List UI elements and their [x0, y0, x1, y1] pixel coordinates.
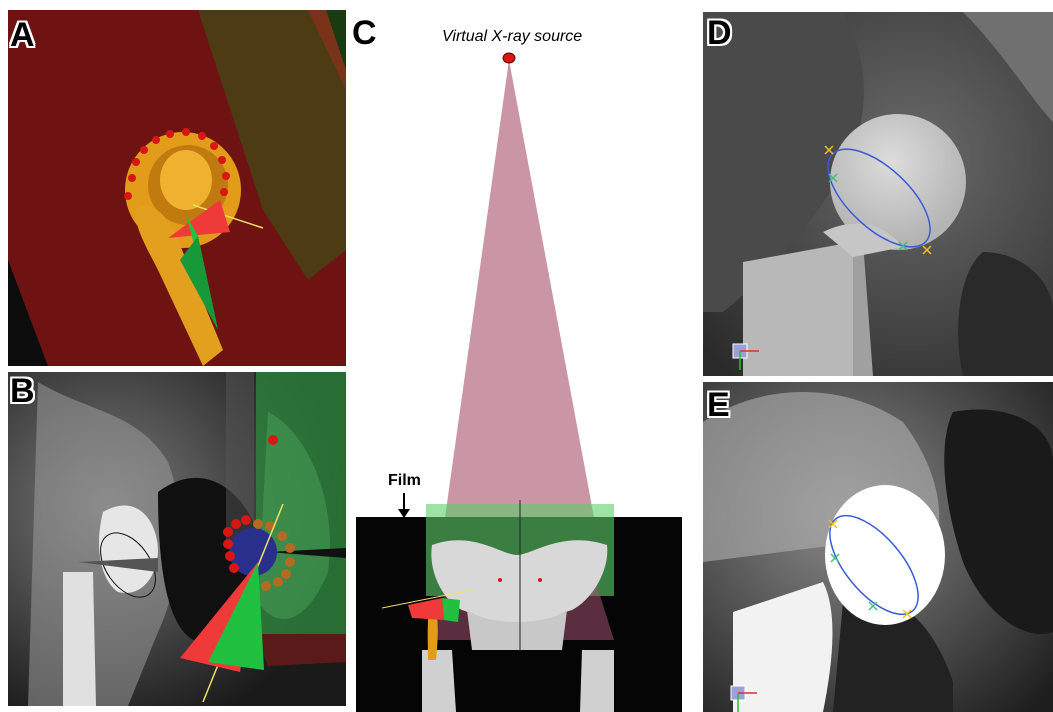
panel-b: B [8, 372, 346, 706]
source-label: Virtual X-ray source [442, 28, 582, 46]
panel-e-render [703, 382, 1053, 712]
panel-a: A [8, 10, 346, 366]
panel-b-render [8, 372, 346, 706]
panel-c: C Virtual X-ray source Film [352, 10, 687, 712]
panel-e: E [703, 382, 1053, 712]
panel-d: D [703, 12, 1053, 376]
panel-a-render [8, 10, 346, 366]
panel-label-d: D [707, 16, 732, 50]
femoral-stem-d [743, 242, 853, 376]
panel-label-c: C [352, 16, 377, 50]
panel-label-b: B [10, 374, 35, 408]
film-label: Film [388, 472, 421, 490]
panel-label-a: A [10, 18, 35, 52]
panel-c-render [352, 10, 687, 712]
virtual-xray-source [503, 53, 515, 63]
panel-label-e: E [707, 388, 730, 422]
femoral-head-e [825, 485, 945, 625]
femoral-stem-xray [63, 572, 96, 706]
panel-d-render [703, 12, 1053, 376]
